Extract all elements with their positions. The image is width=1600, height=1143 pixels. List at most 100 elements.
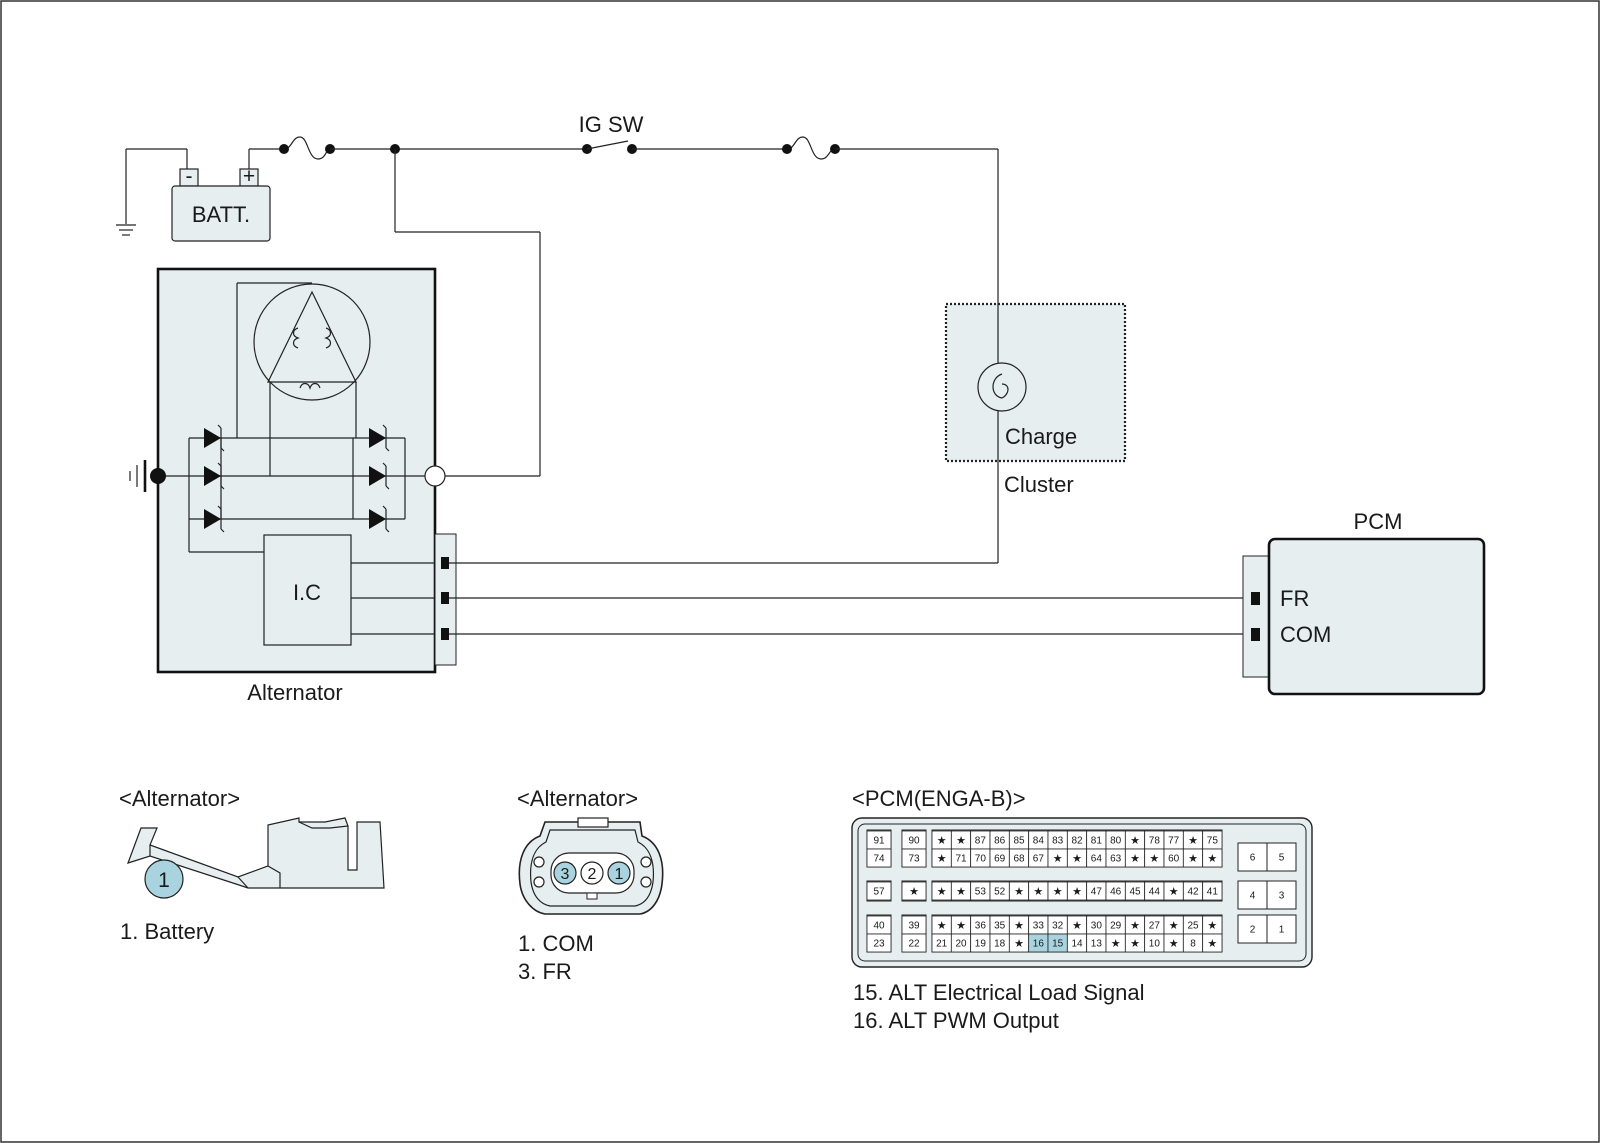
pin-label: 14: [1071, 939, 1083, 950]
pin-label: 5: [1279, 853, 1285, 864]
pin-label: 53: [975, 887, 987, 898]
pin-label: 78: [1149, 836, 1161, 847]
pin-label: 35: [994, 921, 1006, 932]
pin-label: 46: [1110, 887, 1122, 898]
pcm-label: PCM: [1354, 509, 1403, 534]
pin-label: ★: [1130, 835, 1140, 847]
pin-label: 15: [1052, 939, 1064, 950]
pin-label: 63: [1110, 854, 1122, 865]
pin-label: ★: [937, 853, 947, 865]
pin-label: ★: [956, 920, 966, 932]
pin-label: ★: [1053, 853, 1063, 865]
pin-cell: [1237, 880, 1268, 910]
pin-label: 45: [1129, 887, 1141, 898]
pin-label: 81: [1091, 836, 1103, 847]
pin-label: ★: [1169, 886, 1179, 898]
supply-wiring: IG SW: [248, 112, 999, 563]
pcm-legend-1: 15. ALT Electrical Load Signal: [853, 980, 1144, 1005]
pin-label: 41: [1207, 887, 1219, 898]
pin-label: 22: [908, 939, 920, 950]
pin-label: ★: [1169, 938, 1179, 950]
pin-label: ★: [1188, 853, 1198, 865]
pcm-body: [1267, 537, 1486, 696]
pin-label: 16: [1033, 939, 1045, 950]
pin-cell: [901, 933, 927, 953]
pin-cell: [901, 881, 927, 901]
alternator-plug-view: <Alternator> 3 2 1 1. COM 3. FR: [517, 786, 664, 984]
pin-label: 39: [908, 921, 920, 932]
battery-body: [171, 185, 271, 242]
pin-label: ★: [937, 835, 947, 847]
fuse-1: [283, 136, 331, 160]
pin-label: 90: [908, 836, 920, 847]
pin-label: 52: [994, 887, 1006, 898]
pin-label: 85: [1013, 836, 1025, 847]
pin-label: 74: [873, 854, 885, 865]
pin-label: ★: [956, 835, 966, 847]
charge-lamp-icon: [977, 362, 1027, 412]
pin-label: 75: [1207, 836, 1219, 847]
charge-label: Charge: [1005, 424, 1077, 449]
battery-pin-number: 1: [158, 869, 170, 892]
pin-label: 4: [1250, 891, 1256, 902]
rectifier-bridge: [160, 424, 406, 553]
pin-label: ★: [937, 920, 947, 932]
pin-cell: [901, 848, 927, 868]
pin-label: ★: [1207, 853, 1217, 865]
pin-label: 57: [873, 887, 885, 898]
pcm-com-label: COM: [1280, 622, 1331, 647]
pcm-connector: [1242, 555, 1270, 678]
ig-sw-label: IG SW: [579, 112, 644, 137]
battery-label: BATT.: [192, 202, 250, 227]
pin-label: 23: [873, 939, 885, 950]
pin-label: 3: [1279, 891, 1285, 902]
pin-cell: [1266, 842, 1297, 872]
plug-pin-3: [553, 861, 577, 885]
pin-label: 86: [994, 836, 1006, 847]
regulator-ic: [263, 534, 352, 646]
pin-label: ★: [956, 886, 966, 898]
plug-pin-3-label: 3: [561, 866, 570, 883]
battery-minus-label: -: [186, 165, 193, 188]
pcm: FR COM: [1242, 537, 1486, 696]
pin-label: ★: [1130, 920, 1140, 932]
pin-cell: [1266, 914, 1297, 944]
ground-symbol-alternator: [129, 460, 166, 492]
pin-label: ★: [1207, 920, 1217, 932]
pin-label: 69: [994, 854, 1006, 865]
diode-icon: [204, 428, 386, 529]
pin-label: ★: [1014, 938, 1024, 950]
pin-cell: [866, 933, 892, 953]
alt-battery-title: <Alternator>: [119, 786, 240, 811]
alternator: I.C: [129, 267, 446, 674]
pin-label: 18: [994, 939, 1006, 950]
pin-label: 67: [1033, 854, 1045, 865]
pin-label: 64: [1091, 854, 1103, 865]
pin-label: 30: [1091, 921, 1103, 932]
pin-label: 10: [1149, 939, 1161, 950]
battery-terminal-drawing: [127, 817, 385, 889]
battery-plus-label: +: [243, 165, 255, 188]
pin-label: 33: [1033, 921, 1045, 932]
pin-label: 68: [1013, 854, 1025, 865]
pin-label: 25: [1187, 921, 1199, 932]
cluster-label: Cluster: [1004, 472, 1074, 497]
pin-label: 83: [1052, 836, 1064, 847]
b-terminal: [424, 465, 446, 487]
alt-battery-legend-1: 1. Battery: [120, 919, 214, 944]
pin-label: 13: [1091, 939, 1103, 950]
pin-label: 42: [1187, 887, 1199, 898]
pin-label: 71: [955, 854, 967, 865]
alternator-battery-terminal-view: <Alternator> 1 1. Battery: [119, 786, 385, 944]
pin-label: 29: [1110, 921, 1122, 932]
pin-label: 80: [1110, 836, 1122, 847]
pin-label: ★: [1111, 938, 1121, 950]
cluster-box: [944, 302, 1127, 463]
cluster: Charge: [944, 302, 1127, 463]
pin-label: 20: [955, 939, 967, 950]
pin-label: 1: [1279, 925, 1285, 936]
pin-label: ★: [1072, 886, 1082, 898]
